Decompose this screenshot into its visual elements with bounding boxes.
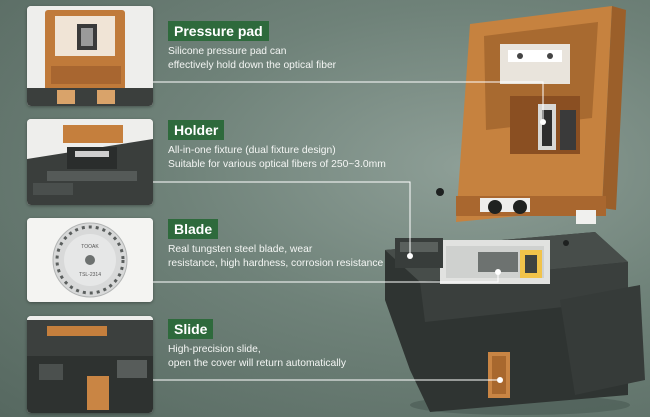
holder-thumbnail bbox=[27, 119, 153, 205]
slide-description: High-precision slide, open the cover wil… bbox=[168, 343, 346, 371]
fiber-cleaver-illustration bbox=[385, 6, 645, 415]
slide-thumbnail bbox=[27, 316, 153, 413]
slide-line-2: open the cover will return automatically bbox=[168, 358, 346, 369]
pressure-pad-line-1: Silicone pressure pad can bbox=[168, 46, 287, 57]
svg-text:TOOAK: TOOAK bbox=[81, 244, 99, 250]
pressure-pad-image bbox=[27, 6, 153, 106]
blade-image: TOOAK TSL-2314 bbox=[27, 218, 153, 302]
blade-thumbnail: TOOAK TSL-2314 bbox=[27, 218, 153, 302]
holder-line-1: All-in-one fixture (dual fixture design) bbox=[168, 145, 336, 156]
blade-description: Real tungsten steel blade, wear resistan… bbox=[168, 243, 383, 271]
blade-line-2: resistance, high hardness, corrosion res… bbox=[168, 258, 384, 269]
blade-title: Blade bbox=[168, 219, 219, 239]
holder-description: All-in-one fixture (dual fixture design)… bbox=[168, 144, 386, 172]
slide-title: Slide bbox=[168, 319, 214, 339]
holder-title: Holder bbox=[168, 120, 225, 140]
slide-line-1: High-precision slide, bbox=[168, 344, 261, 355]
slide-image bbox=[27, 316, 153, 413]
blade-marking: TSL-2314 bbox=[79, 272, 101, 278]
pressure-pad-thumbnail bbox=[27, 6, 153, 106]
pressure-pad-description: Silicone pressure pad can effectively ho… bbox=[168, 45, 336, 73]
holder-image bbox=[27, 119, 153, 205]
pressure-pad-title: Pressure pad bbox=[168, 21, 269, 41]
blade-line-1: Real tungsten steel blade, wear bbox=[168, 244, 313, 255]
pressure-pad-line-2: effectively hold down the optical fiber bbox=[168, 60, 337, 71]
holder-line-2: Suitable for various optical fibers of 2… bbox=[168, 159, 386, 170]
